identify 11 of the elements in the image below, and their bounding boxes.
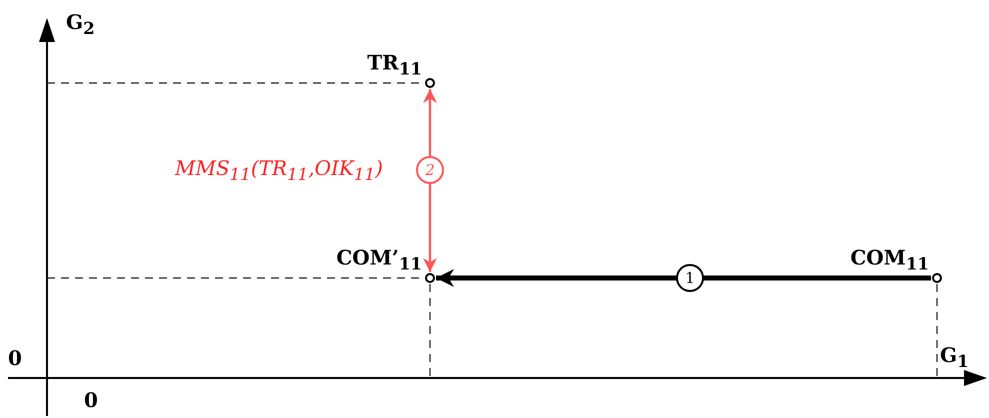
origin-label: 0 <box>84 390 98 410</box>
axis-label: G$_{1}$ <box>940 345 969 370</box>
point-label: TR$_{11}$ <box>367 52 422 77</box>
formula-label: MMS$_{11}$(TR$_{11}$,OIK$_{11}$) <box>175 158 383 184</box>
arrow <box>436 269 931 287</box>
point-label: COM’$_{11}$ <box>336 247 422 272</box>
origin-label: 0 <box>8 348 22 368</box>
axis-label: G$_{2}$ <box>66 12 95 37</box>
callout-number: 2 <box>416 156 444 184</box>
callout-number: 1 <box>676 264 704 292</box>
point-label: COM$_{11}$ <box>850 247 929 272</box>
